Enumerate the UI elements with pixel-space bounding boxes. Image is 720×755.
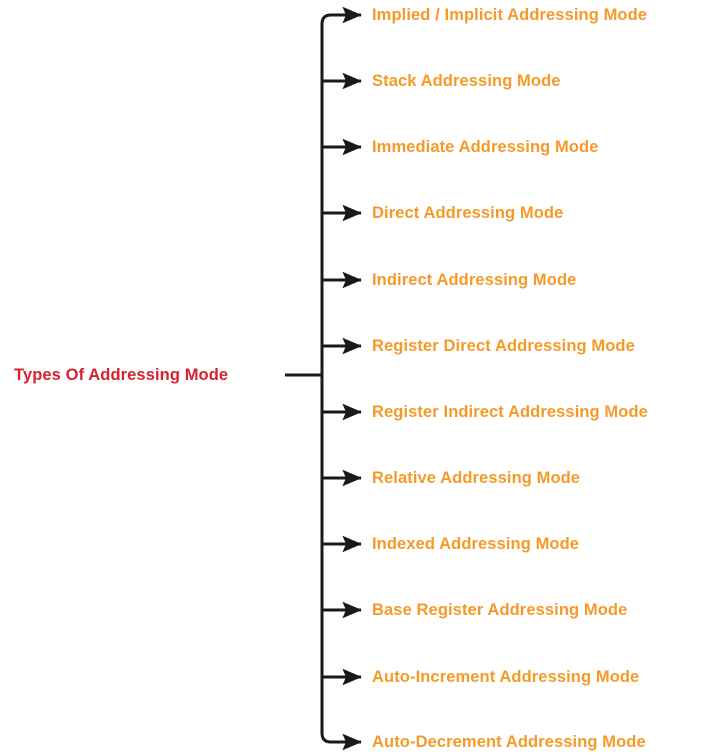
branch-label-8: Relative Addressing Mode (372, 468, 581, 487)
root-node-label: Types Of Addressing Mode (14, 365, 229, 384)
branch-label-9: Indexed Addressing Mode (372, 534, 580, 553)
branch-label-11: Auto-Increment Addressing Mode (372, 667, 640, 686)
connector-group (285, 6, 362, 751)
branch-label-3: Immediate Addressing Mode (372, 137, 599, 156)
branch-label-7: Register Indirect Addressing Mode (372, 402, 648, 421)
branch-label-4: Direct Addressing Mode (372, 203, 564, 222)
branch-label-6: Register Direct Addressing Mode (372, 336, 635, 355)
branch-label-5: Indirect Addressing Mode (372, 270, 577, 289)
branch-label-1: Implied / Implicit Addressing Mode (372, 5, 648, 24)
branch-label-2: Stack Addressing Mode (372, 71, 561, 90)
branch-label-10: Base Register Addressing Mode (372, 600, 628, 619)
tree-trunk-line (320, 13, 332, 744)
branch-label-12: Auto-Decrement Addressing Mode (372, 732, 646, 751)
